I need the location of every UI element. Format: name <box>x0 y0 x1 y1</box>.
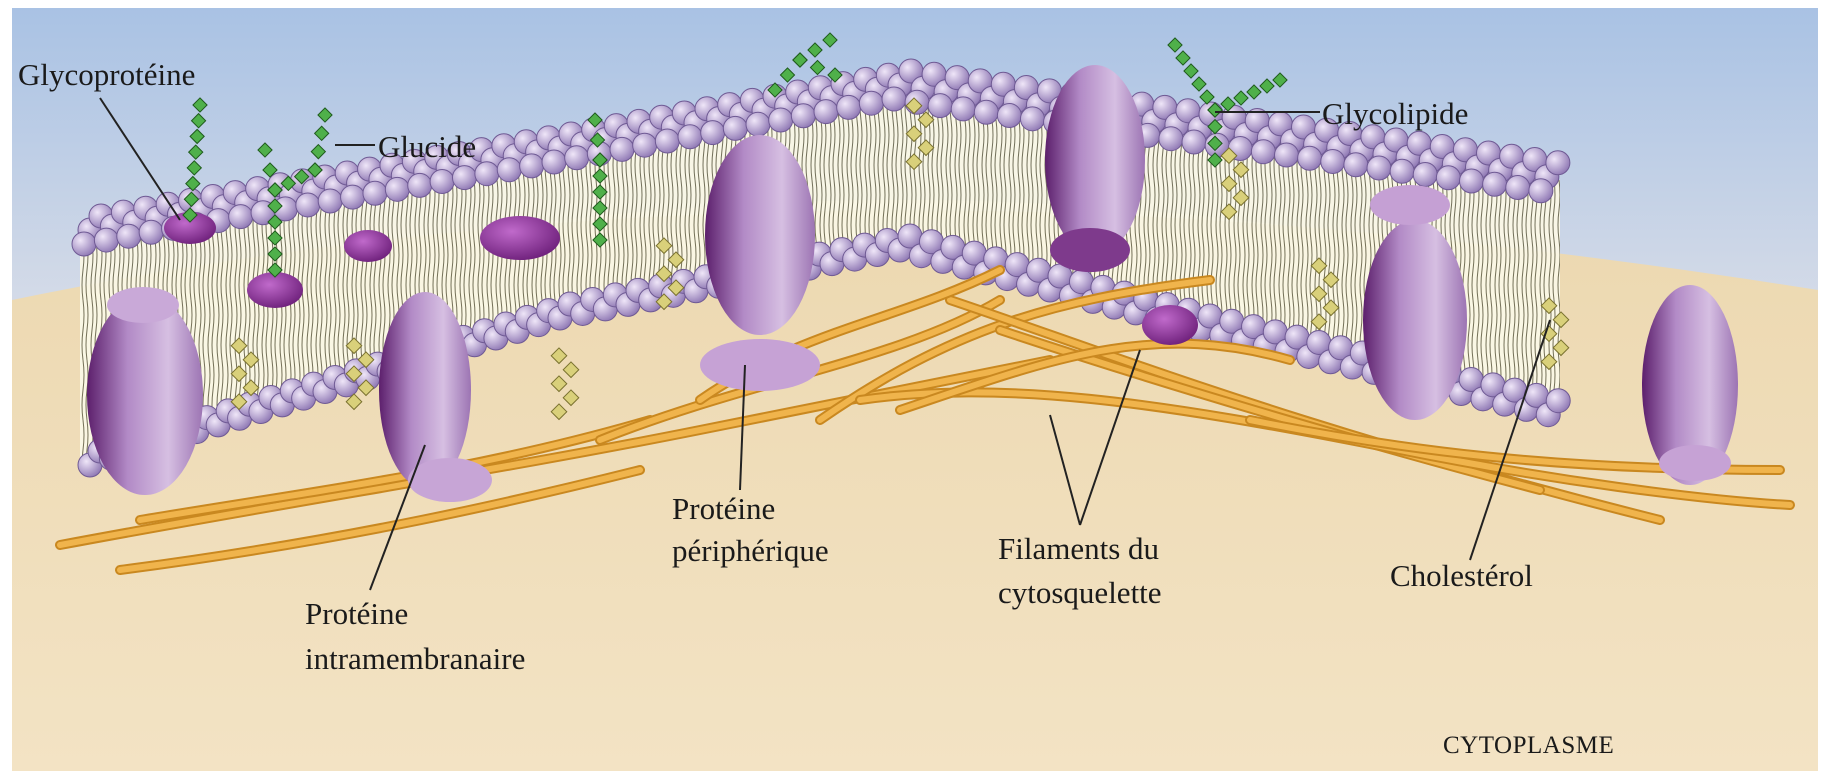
phospholipid-head <box>1159 127 1183 151</box>
label-glucide: Glucide <box>378 128 476 165</box>
protein-knob <box>1142 305 1198 345</box>
phospholipid-head <box>1529 179 1553 203</box>
phospholipid-head <box>1413 163 1437 187</box>
phospholipid-head <box>542 150 566 174</box>
label-proteine-peripherique-2: périphérique <box>672 532 829 569</box>
phospholipid-head <box>769 108 793 132</box>
label-proteine-peripherique-1: Protéine <box>672 490 775 527</box>
phospholipid-head <box>723 116 747 140</box>
peripheral-protein <box>700 135 820 391</box>
phospholipid-head <box>1506 176 1530 200</box>
phospholipid-head <box>882 87 906 111</box>
phospholipid-head <box>1460 169 1484 193</box>
label-cholesterol: Cholestérol <box>1390 557 1533 594</box>
phospholipid-head <box>1321 150 1345 174</box>
label-proteine-intramembranaire-1: Protéine <box>305 595 408 632</box>
phospholipid-head <box>1367 156 1391 180</box>
phospholipid-head <box>791 104 815 128</box>
phospholipid-head <box>430 170 454 194</box>
phospholipid-head <box>837 95 861 119</box>
phospholipid-head <box>94 228 118 252</box>
phospholipid-head <box>1182 130 1206 154</box>
phospholipid-head <box>497 158 521 182</box>
phospholipid-head <box>452 166 476 190</box>
phospholipid-head <box>117 224 141 248</box>
label-glycoproteine: Glycoprotéine <box>18 56 195 93</box>
protein-knob <box>344 230 392 262</box>
phospholipid-head <box>229 205 253 229</box>
phospholipid-head <box>475 162 499 186</box>
phospholipid-head <box>1390 159 1414 183</box>
label-filaments-1: Filaments du <box>998 530 1159 567</box>
phospholipid-head <box>72 232 96 256</box>
phospholipid-head <box>1020 107 1044 131</box>
phospholipid-head <box>610 137 634 161</box>
phospholipid-head <box>1275 143 1299 167</box>
phospholipid-head <box>1344 153 1368 177</box>
phospholipid-head <box>928 94 952 118</box>
phospholipid-head <box>318 189 342 213</box>
phospholipid-head <box>701 121 725 145</box>
phospholipid-head <box>633 133 657 157</box>
integral-protein <box>1642 285 1738 485</box>
phospholipid-head <box>565 146 589 170</box>
phospholipid-head <box>520 154 544 178</box>
label-filaments-2: cytosquelette <box>998 574 1162 611</box>
phospholipid-head <box>341 185 365 209</box>
phospholipid-head <box>1436 166 1460 190</box>
phospholipid-head <box>1483 172 1507 196</box>
label-cytoplasme: CYTOPLASME <box>1443 727 1614 764</box>
phospholipid-head <box>1298 146 1322 170</box>
label-glycolipide: Glycolipide <box>1322 95 1468 132</box>
phospholipid-head <box>363 181 387 205</box>
phospholipid-head <box>678 125 702 149</box>
protein-knob <box>480 216 560 260</box>
phospholipid-head <box>997 104 1021 128</box>
phospholipid-head <box>746 112 770 136</box>
phospholipid-head <box>408 173 432 197</box>
phospholipid-head <box>859 91 883 115</box>
phospholipid-head <box>655 129 679 153</box>
label-proteine-intramembranaire-2: intramembranaire <box>305 640 525 677</box>
phospholipid-head <box>814 100 838 124</box>
phospholipid-head <box>974 100 998 124</box>
phospholipid-head <box>1546 389 1570 413</box>
phospholipid-head <box>1251 140 1275 164</box>
phospholipid-head <box>139 220 163 244</box>
phospholipid-head <box>1546 151 1570 175</box>
phospholipid-head <box>385 177 409 201</box>
phospholipid-head <box>951 97 975 121</box>
phospholipid-head <box>296 193 320 217</box>
